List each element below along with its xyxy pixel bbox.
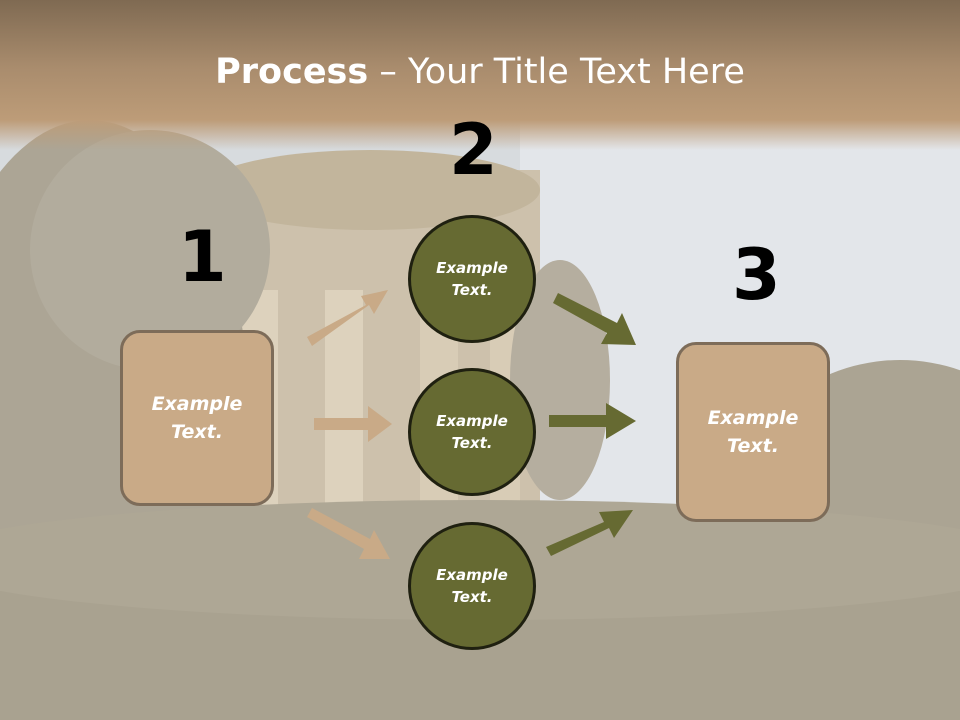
arrow-from-circle-1: [553, 293, 636, 345]
page-title: Process – Your Title Text Here: [0, 52, 960, 92]
circle-3[interactable]: Example Text.: [408, 522, 536, 650]
title-rest: – Your Title Text Here: [368, 52, 745, 92]
arrow-from-circle-2: [549, 403, 636, 439]
olive-arrows: [546, 293, 636, 556]
step-number-2: 2: [449, 109, 498, 191]
arrow-to-circle-2: [314, 406, 392, 442]
left-text-box[interactable]: Example Text.: [120, 330, 274, 506]
title-bar: [0, 0, 960, 150]
arrow-from-circle-3: [546, 510, 633, 556]
tan-arrows: [307, 290, 392, 559]
circle-2[interactable]: Example Text.: [408, 368, 536, 496]
right-text-box[interactable]: Example Text.: [676, 342, 830, 522]
step-number-3: 3: [732, 234, 781, 316]
arrow-to-circle-3: [307, 508, 390, 559]
step-number-1: 1: [178, 216, 227, 298]
circle-1[interactable]: Example Text.: [408, 215, 536, 343]
arrow-to-circle-1: [307, 290, 388, 346]
title-bold: Process: [215, 52, 369, 92]
